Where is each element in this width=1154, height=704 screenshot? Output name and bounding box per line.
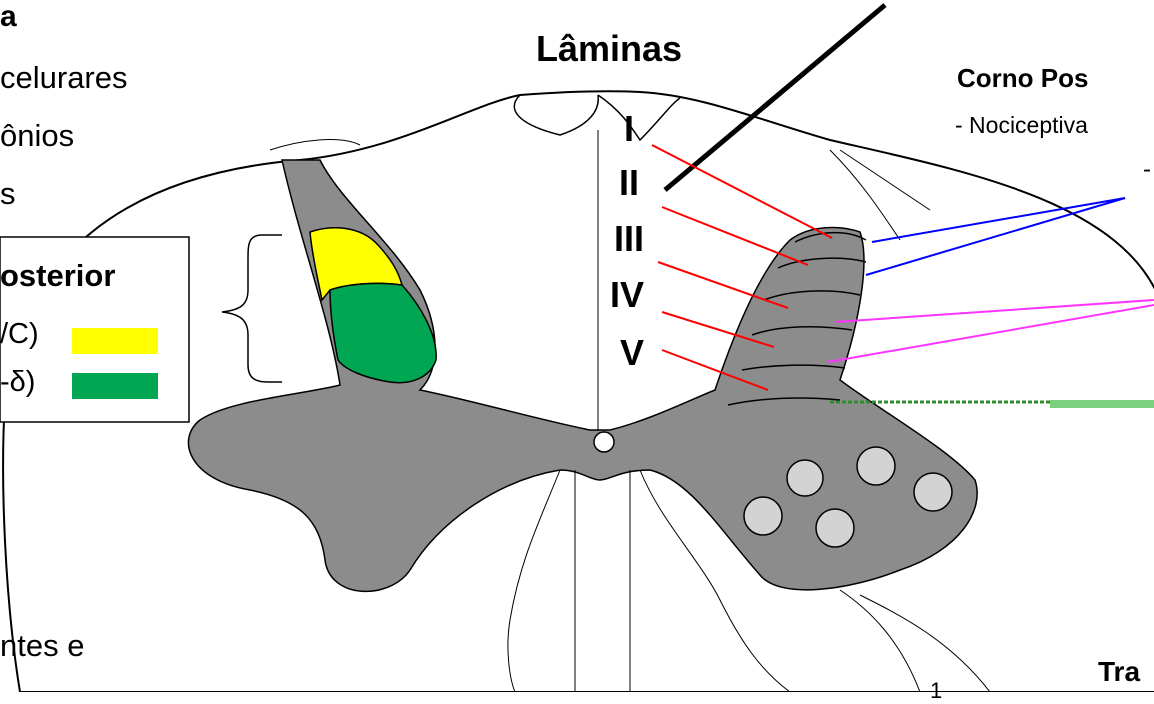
legend-row-2-label: -δ) (0, 366, 35, 399)
legend-swatch-yellow (72, 328, 158, 354)
lamina-label-IV: IV (610, 274, 644, 316)
legend-title-fragment: osterior (0, 258, 115, 294)
white-matter-contour-left (270, 140, 360, 150)
lamina-label-I: I (624, 108, 634, 150)
central-canal (594, 432, 614, 452)
right-heading-fragment: Corno Pos (957, 63, 1088, 94)
left-line-1: celurares (0, 60, 128, 96)
left-line-2: ônios (0, 118, 74, 154)
bottom-right-heading: Tra (1098, 656, 1140, 688)
lamina-label-V: V (620, 332, 644, 374)
left-heading-fragment: a (0, 0, 17, 34)
laminas-title: Lâminas (536, 28, 682, 70)
legend-row-1-label: /C) (0, 318, 39, 351)
left-line-3: s (0, 176, 16, 212)
lamina-label-II: II (619, 162, 639, 204)
bottom-right-sub: 1 (930, 678, 942, 704)
right-dash: - (1143, 156, 1151, 184)
right-subline: - Nociceptiva (955, 112, 1088, 139)
legend-swatch-green (72, 373, 158, 399)
bottom-left-text: ntes e (0, 628, 84, 664)
lamina-label-III: III (614, 218, 644, 260)
